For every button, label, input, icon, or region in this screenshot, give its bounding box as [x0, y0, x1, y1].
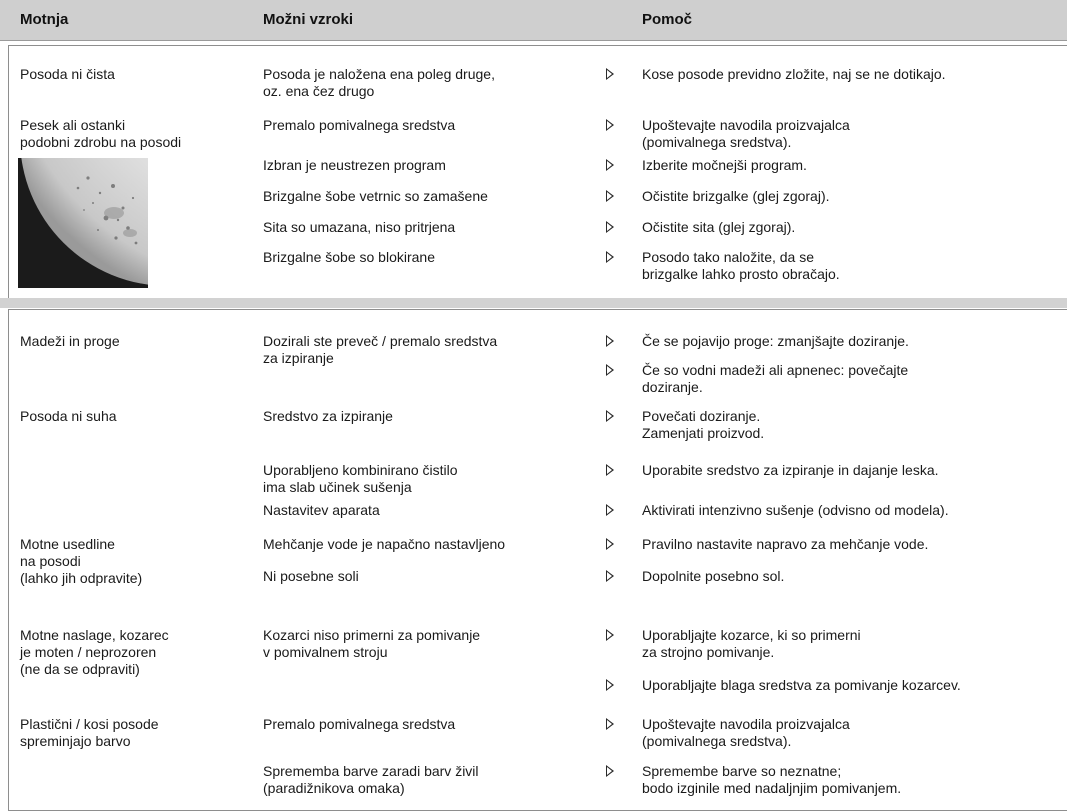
help-arrange-dishes: Kose posode previdno zložite, naj se ne … — [642, 66, 946, 82]
arrow-icon — [606, 159, 614, 171]
arrow-icon — [606, 335, 614, 347]
help-set-softener: Pravilno nastavite napravo za mehčanje v… — [642, 536, 929, 552]
arrow-icon — [606, 538, 614, 550]
arrow-icon — [606, 410, 614, 422]
arrow-icon — [606, 718, 614, 730]
arrow-icon — [606, 68, 614, 80]
cause-nozzles-clogged: Brizgalne šobe vetrnic so zamašene — [263, 188, 488, 204]
help-stronger-program: Izberite močnejši program. — [642, 157, 807, 173]
help-clean-filters: Očistite sita (glej zgoraj). — [642, 219, 796, 235]
problem-dishes-not-clean: Posoda ni čista — [20, 66, 115, 82]
arrow-icon — [606, 679, 614, 691]
arrow-icon — [606, 190, 614, 202]
help-use-rinse-aid: Uporabite sredstvo za izpiranje in dajan… — [642, 462, 939, 478]
cause-rinse-aid: Sredstvo za izpiranje — [263, 408, 393, 424]
cause-appliance-settings: Nastavitev aparata — [263, 502, 380, 518]
arrow-icon — [606, 629, 614, 641]
cause-rinse-aid-dosage: Dozirali ste preveč / premalo sredstva z… — [263, 333, 498, 366]
help-clean-nozzles: Očistite brizgalke (glej zgoraj). — [642, 188, 830, 204]
section-divider — [0, 298, 1067, 308]
arrow-icon — [606, 765, 614, 777]
header-help: Pomoč — [642, 11, 693, 28]
cause-combined-detergent: Uporabljeno kombinirano čistilo ima slab… — [263, 462, 458, 495]
help-follow-instructions: Upoštevajte navodila proizvajalca (pomiv… — [642, 117, 850, 150]
cause-too-little-detergent-2: Premalo pomivalnega sredstva — [263, 716, 456, 732]
arrow-icon — [606, 364, 614, 376]
arrow-icon — [606, 251, 614, 263]
cause-glasses-not-suitable: Kozarci niso primerni za pomivanje v pom… — [263, 627, 481, 660]
arrow-icon — [606, 221, 614, 233]
help-mild-detergent: Uporabljajte blaga sredstva za pomivanje… — [642, 677, 961, 693]
problem-plastic-discolored: Plastični / kosi posode spreminjajo barv… — [20, 716, 159, 749]
help-discoloration-fades: Spremembe barve so neznatne; bodo izgini… — [642, 763, 902, 796]
problem-dishes-not-dry: Posoda ni suha — [20, 408, 117, 424]
cause-filters-dirty: Sita so umazana, niso pritrjena — [263, 219, 456, 235]
cause-too-little-detergent: Premalo pomivalnega sredstva — [263, 117, 456, 133]
help-refill-salt: Dopolnite posebno sol. — [642, 568, 785, 584]
help-suitable-glasses: Uporabljajte kozarce, ki so primerni za … — [642, 627, 861, 660]
header-problem: Motnja — [20, 11, 69, 28]
problem-spots-streaks: Madeži in proge — [20, 333, 120, 349]
cause-nozzles-blocked: Brizgalne šobe so blokirane — [263, 249, 435, 265]
dish-residue-photo — [18, 158, 148, 288]
cause-food-colorants: Sprememba barve zaradi barv živil (parad… — [263, 763, 479, 796]
cause-softener-wrong: Mehčanje vode je napačno nastavljeno — [263, 536, 506, 552]
help-reduce-dosage: Če se pojavijo proge: zmanjšajte doziran… — [642, 333, 909, 349]
help-increase-change-product: Povečati doziranje. Zamenjati proizvod. — [642, 408, 765, 441]
header-causes: Možni vzroki — [263, 11, 354, 28]
section-dishes-not-clean — [8, 45, 1067, 299]
cause-no-special-salt: Ni posebne soli — [263, 568, 359, 584]
help-intensive-drying: Aktivirati intenzivno sušenje (odvisno o… — [642, 502, 949, 518]
arrow-icon — [606, 119, 614, 131]
problem-cloudy-deposits-removable: Motne usedline na posodi (lahko jih odpr… — [20, 536, 143, 586]
arrow-icon — [606, 464, 614, 476]
help-load-freely: Posodo tako naložite, da se brizgalke la… — [642, 249, 840, 282]
help-follow-instructions-2: Upoštevajte navodila proizvajalca (pomiv… — [642, 716, 850, 749]
problem-cloudy-glass-permanent: Motne naslage, kozarec je moten / neproz… — [20, 627, 169, 677]
help-increase-dosage: Če so vodni madeži ali apnenec: povečajt… — [642, 362, 909, 395]
table-header: Motnja Možni vzroki Pomoč — [0, 0, 1067, 41]
cause-dishes-stacked: Posoda je naložena ena poleg druge, oz. … — [263, 66, 495, 99]
arrow-icon — [606, 570, 614, 582]
arrow-icon — [606, 504, 614, 516]
problem-sand-residue: Pesek ali ostanki podobni zdrobu na poso… — [20, 117, 182, 150]
cause-wrong-program: Izbran je neustrezen program — [263, 157, 446, 173]
